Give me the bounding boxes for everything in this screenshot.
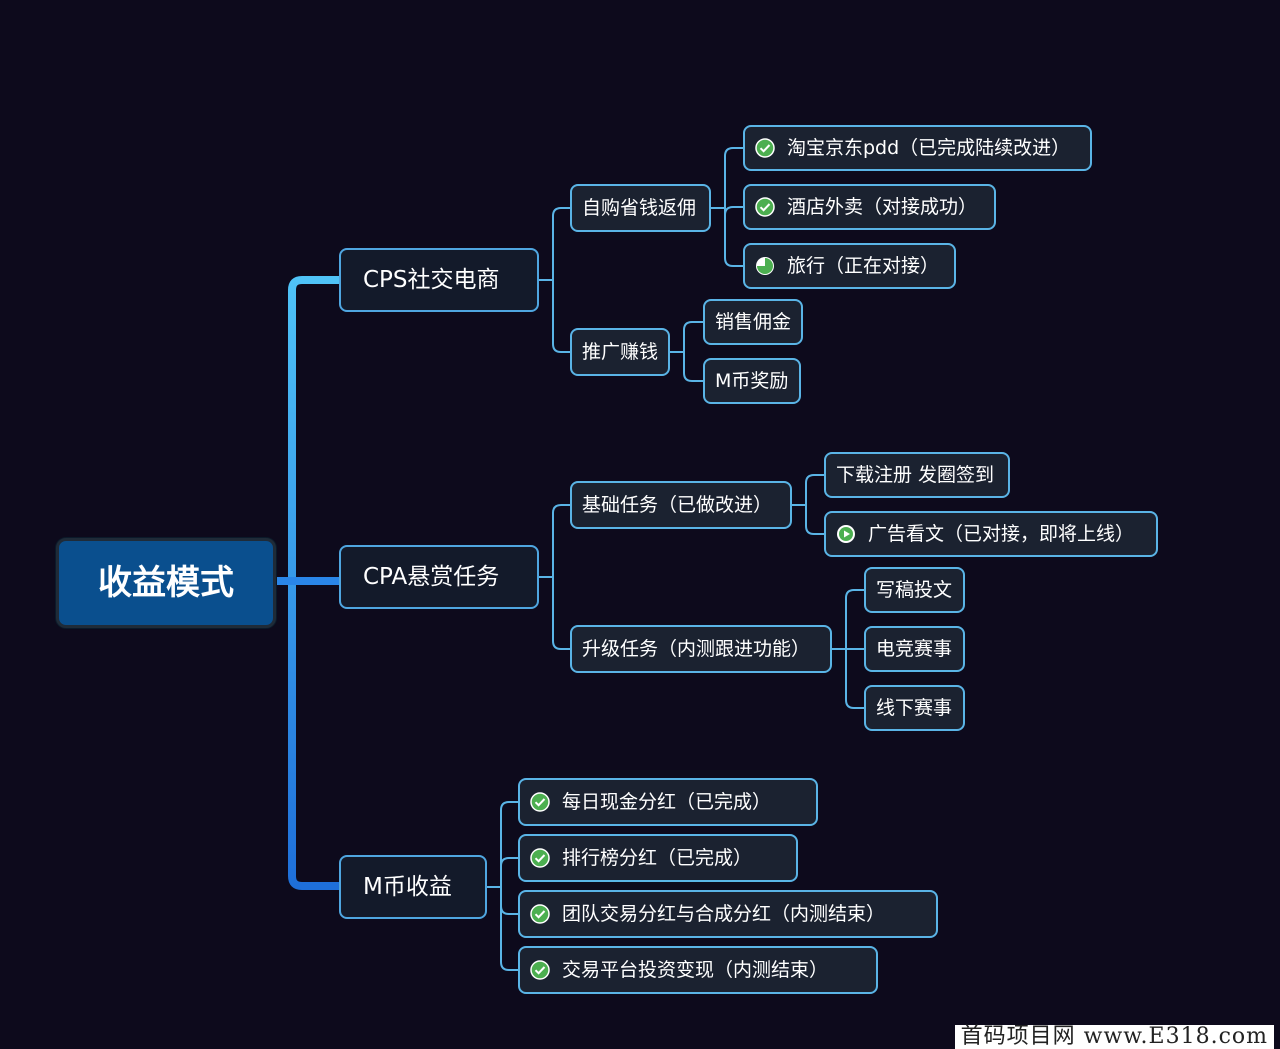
leaf-trading-platform[interactable]: 交易平台投资变现（内测结束） <box>518 946 878 994</box>
connector-b0c1 <box>670 321 703 382</box>
leaf-ad-reading[interactable]: 广告看文（已对接，即将上线） <box>824 511 1158 557</box>
node-label: 线下赛事 <box>876 696 953 719</box>
node-label: 写稿投文 <box>876 578 953 601</box>
branch-label: M币收益 <box>363 873 452 900</box>
root-label: 收益模式 <box>98 563 234 603</box>
branch-cpa-bounty-tasks[interactable]: CPA悬赏任务 <box>339 545 539 609</box>
node-label: 旅行（正在对接） <box>787 254 940 277</box>
connector-b0c0 <box>711 147 743 267</box>
node-label: 推广赚钱 <box>582 340 659 363</box>
node-label: 升级任务（内测跟进功能） <box>582 637 811 660</box>
node-label: 销售佣金 <box>715 310 792 333</box>
node-label: 淘宝京东pdd（已完成陆续改进） <box>787 136 1071 159</box>
leaf-taobao-jd-pdd[interactable]: 淘宝京东pdd（已完成陆续改进） <box>743 125 1092 171</box>
branch-label: CPS社交电商 <box>363 266 500 293</box>
branch-m-coin-income[interactable]: M币收益 <box>339 855 487 919</box>
leaf-download-register[interactable]: 下载注册 发圈签到 <box>824 452 1010 498</box>
connector-b1c1 <box>832 589 864 709</box>
branch-cps-social-ecommerce[interactable]: CPS社交电商 <box>339 248 539 312</box>
root-node[interactable]: 收益模式 <box>56 538 276 628</box>
leaf-leaderboard-dividend[interactable]: 排行榜分红（已完成） <box>518 834 798 882</box>
node-label: 自购省钱返佣 <box>582 196 697 219</box>
node-label: 下载注册 发圈签到 <box>836 463 995 486</box>
leaf-hotel-takeout[interactable]: 酒店外卖（对接成功） <box>743 184 996 230</box>
node-label: 排行榜分红（已完成） <box>562 846 753 869</box>
connector-b1c0 <box>792 474 824 535</box>
leaf-offline-events[interactable]: 线下赛事 <box>864 685 965 731</box>
node-label: 团队交易分红与合成分红（内测结束） <box>562 902 886 925</box>
progress-pie-icon <box>755 256 775 276</box>
connector-b2 <box>487 801 518 971</box>
check-circle-icon <box>530 960 550 980</box>
leaf-write-articles[interactable]: 写稿投文 <box>864 567 965 613</box>
leaf-esports-events[interactable]: 电竞赛事 <box>864 626 965 672</box>
node-label: 酒店外卖（对接成功） <box>787 195 978 218</box>
node-label: 电竞赛事 <box>876 637 953 660</box>
node-label: 基础任务（已做改进） <box>582 493 773 516</box>
check-circle-icon <box>530 792 550 812</box>
node-label: 广告看文（已对接，即将上线） <box>868 522 1135 545</box>
leaf-sales-commission[interactable]: 销售佣金 <box>703 299 803 345</box>
node-upgrade-tasks[interactable]: 升级任务（内测跟进功能） <box>570 625 832 673</box>
watermark: 首码项目网 www.E318.com <box>954 1025 1274 1049</box>
check-circle-icon <box>530 904 550 924</box>
node-basic-tasks[interactable]: 基础任务（已做改进） <box>570 481 792 529</box>
leaf-m-coin-reward[interactable]: M币奖励 <box>703 358 801 404</box>
leaf-travel[interactable]: 旅行（正在对接） <box>743 243 956 289</box>
check-circle-icon <box>755 138 775 158</box>
check-circle-icon <box>755 197 775 217</box>
connector-b1 <box>539 504 570 650</box>
connector-b0 <box>539 207 570 353</box>
leaf-team-trade-dividend[interactable]: 团队交易分红与合成分红（内测结束） <box>518 890 938 938</box>
leaf-daily-cash-dividend[interactable]: 每日现金分红（已完成） <box>518 778 818 826</box>
node-label: 交易平台投资变现（内测结束） <box>562 958 829 981</box>
check-circle-icon <box>530 848 550 868</box>
node-label: 每日现金分红（已完成） <box>562 790 772 813</box>
branch-label: CPA悬赏任务 <box>363 563 500 590</box>
node-promote-earn[interactable]: 推广赚钱 <box>570 328 670 376</box>
play-circle-icon <box>836 524 856 544</box>
node-label: M币奖励 <box>715 369 789 392</box>
node-self-purchase-rebate[interactable]: 自购省钱返佣 <box>570 184 711 232</box>
